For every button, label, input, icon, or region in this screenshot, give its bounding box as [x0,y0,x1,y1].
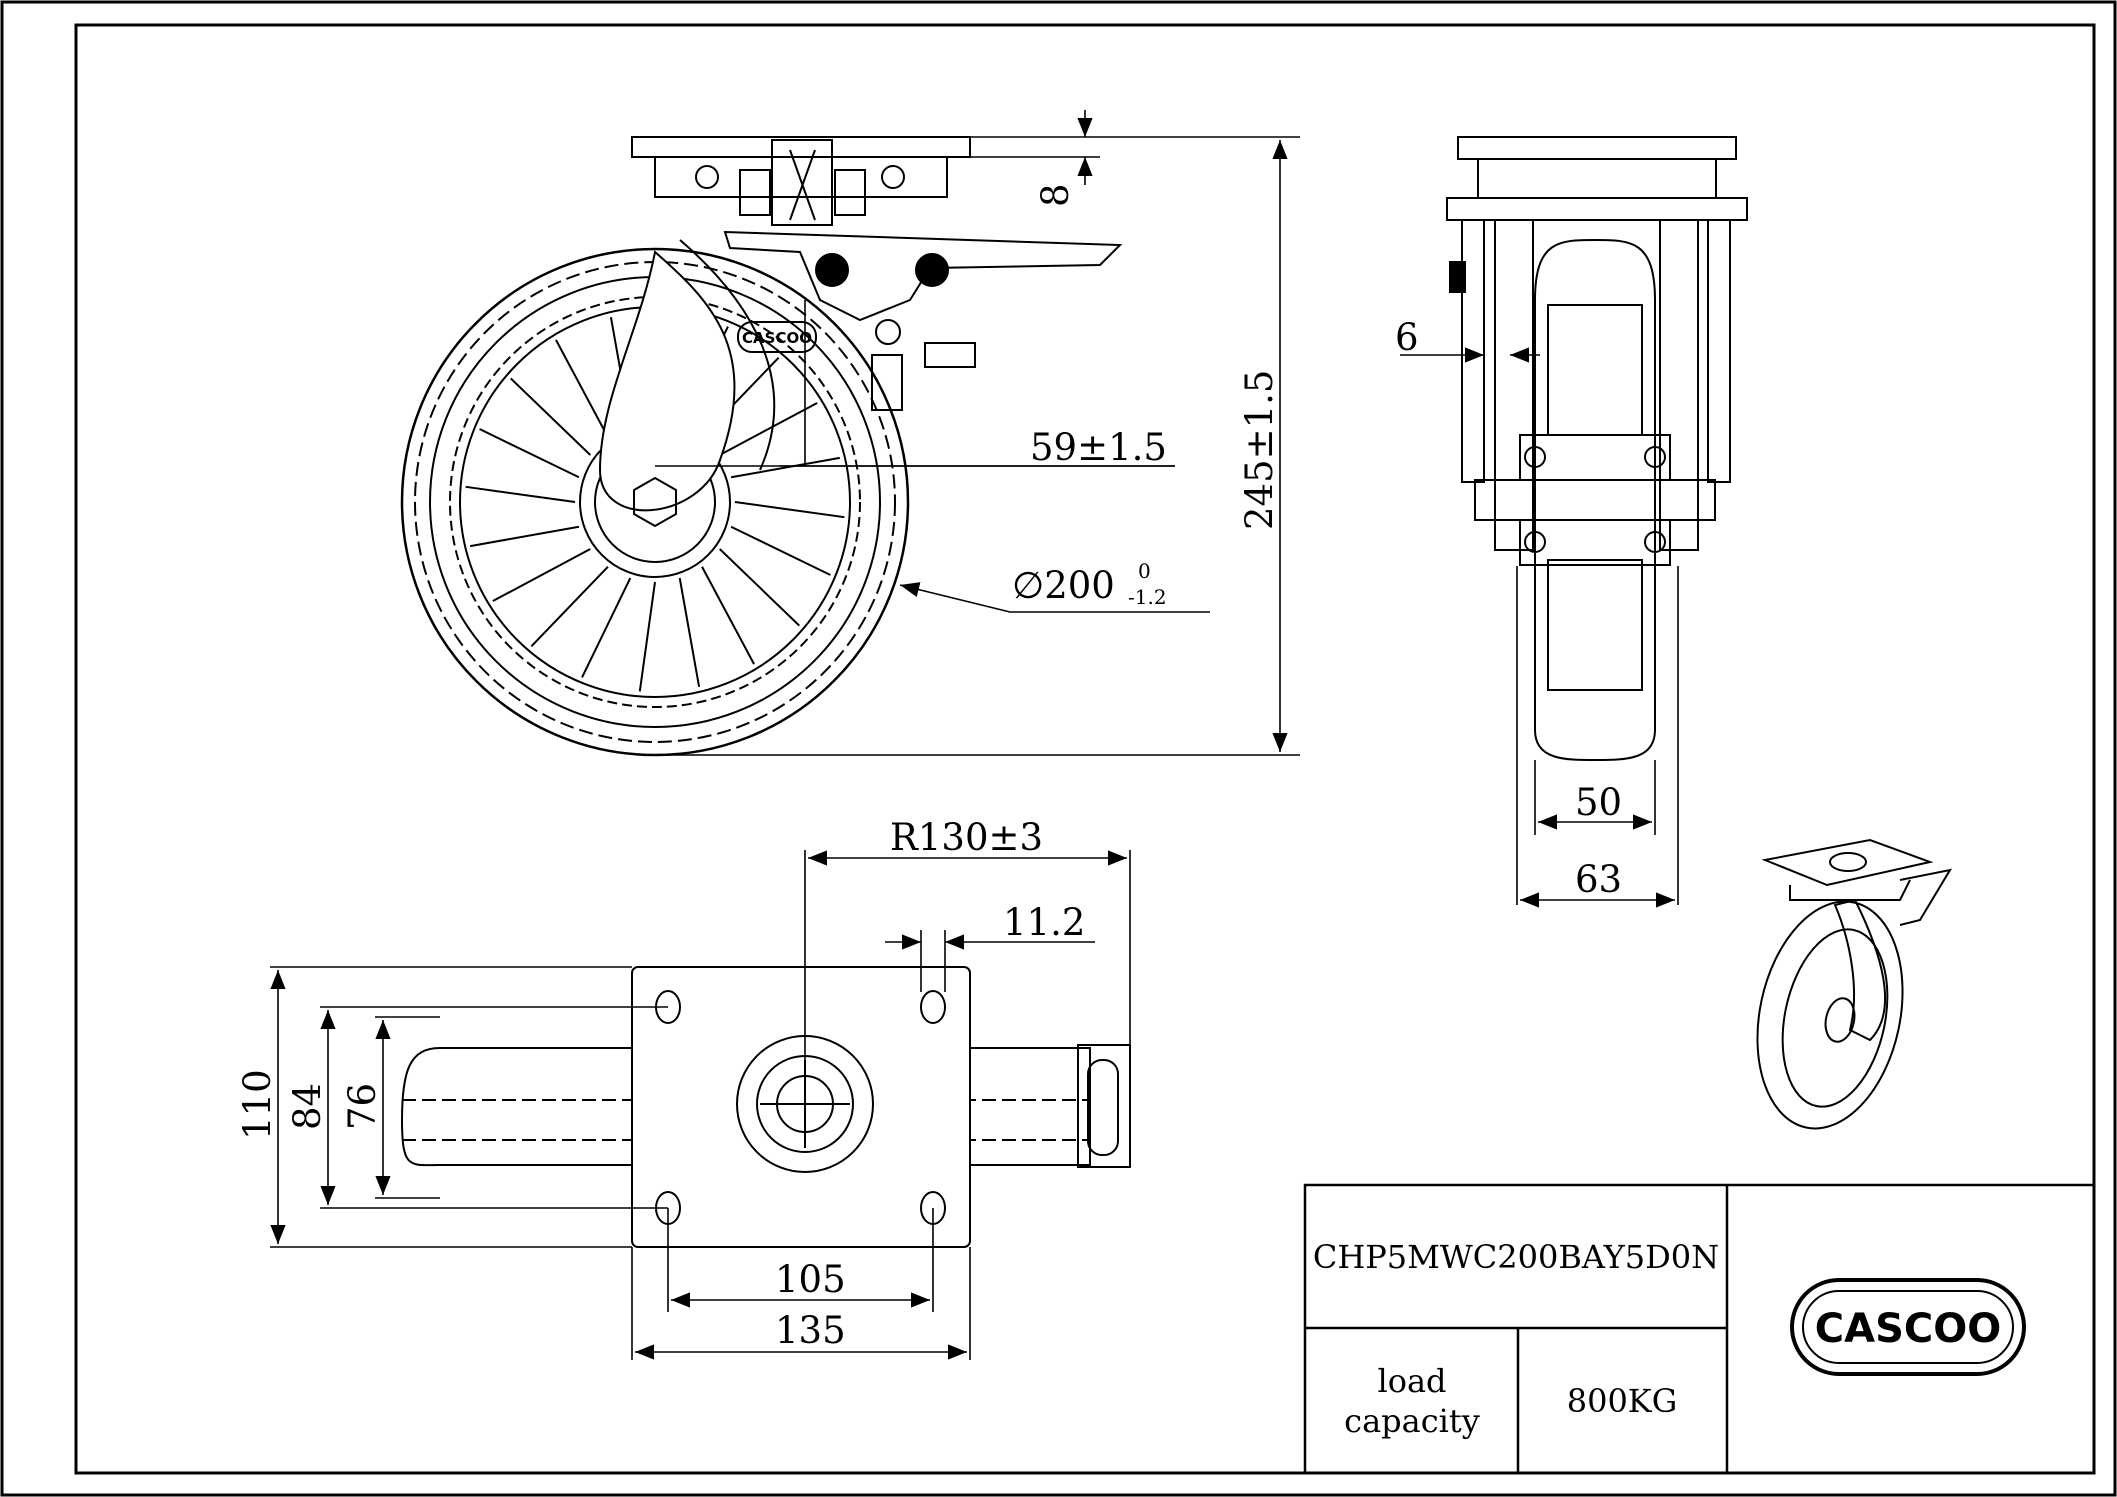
brake-lever [723,230,1123,322]
iso-fork [1833,898,1886,1042]
wheel-spoke [734,501,845,519]
fork-end-top [1077,1044,1131,1168]
dim-fork-width: 63 [1575,858,1622,901]
dim-hole-diameter: 11.2 [1003,901,1085,944]
top-view-dimensions [270,850,1131,1360]
bearing-upper [1519,434,1671,481]
iso-brake [1899,868,1953,926]
brake-pedal-block [871,354,903,411]
wheel-spoke [510,377,591,456]
title-block [1303,1183,2096,1475]
inner-frame [74,23,2096,1475]
fork-right [1707,219,1731,483]
fork-left [1461,219,1485,483]
dim-hole-spacing-x: 105 [775,1258,846,1301]
dim-diameter: ∅200 [1012,564,1115,607]
dim-top-plate: 8 [1034,183,1077,207]
load-label-line1: load [1377,1362,1446,1400]
part-number: CHP5MWC200BAY5D0N [1313,1238,1719,1276]
dim-wheel-width: 50 [1575,781,1622,824]
dim-diameter-tol-lower: -1.2 [1128,585,1167,609]
dim-hole-spacing-y: 84 [286,1083,329,1130]
wheel-spoke [730,456,840,479]
wheel-spoke [701,566,755,665]
wheel-spoke [465,485,576,503]
wheel-side [1534,238,1656,761]
brand-logo-text: CASCOO [1815,1306,2001,1352]
side-view-dimensions [1400,347,1679,908]
hub-logo-badge [737,321,817,353]
wheel-spoke [479,428,580,479]
wheel-spoke [492,548,591,602]
iso-top-plate [1761,838,1934,887]
hub-logo-text: CASCOO [742,329,812,347]
dim-height: 245±1.5 [1238,370,1281,530]
wheel-spoke [638,581,656,692]
dim-plate-width: 110 [236,1069,279,1140]
bolt-hole-2 [920,990,946,1024]
dim-swivel-radius: R130±3 [890,816,1043,859]
iso-wheel [1756,900,1904,1130]
wheel-top [400,1047,1091,1167]
wheel-spoke [719,402,818,456]
axle [1474,479,1716,521]
wheel-spoke [719,548,800,627]
kingpin [771,139,833,226]
bearing-housing [654,156,948,198]
top-plate-top [631,966,971,1248]
wheel-spoke [470,525,580,548]
side-logo-badge [1087,1059,1119,1156]
wheel-spoke [678,577,701,687]
load-value: 800KG [1567,1382,1678,1420]
dim-offset: 59±1.5 [1030,426,1167,469]
isometric-view [1756,838,1953,1130]
fork-leg [598,250,736,512]
top-view [400,966,1131,1248]
dim-side-gap: 6 [1395,316,1419,359]
wheel-spoke [581,577,632,678]
side-view [1446,136,1748,761]
front-view-dimensions [655,110,1300,756]
wheel-spoke [730,525,831,576]
dim-inner-y: 76 [341,1083,384,1130]
brand-logo: CASCOO [1790,1278,2026,1376]
wheel-spoke [530,566,609,647]
front-view: CASCOO [400,136,1123,757]
axle-nut [633,476,677,528]
dim-plate-length: 135 [775,1309,846,1352]
brake-screw [924,342,976,368]
dim-diameter-tol-upper: 0 [1138,559,1151,583]
bearing-lower [1519,519,1671,566]
wheel-spoke [555,339,609,438]
top-plate-side [1457,136,1737,160]
load-label-line2: capacity [1344,1402,1480,1440]
